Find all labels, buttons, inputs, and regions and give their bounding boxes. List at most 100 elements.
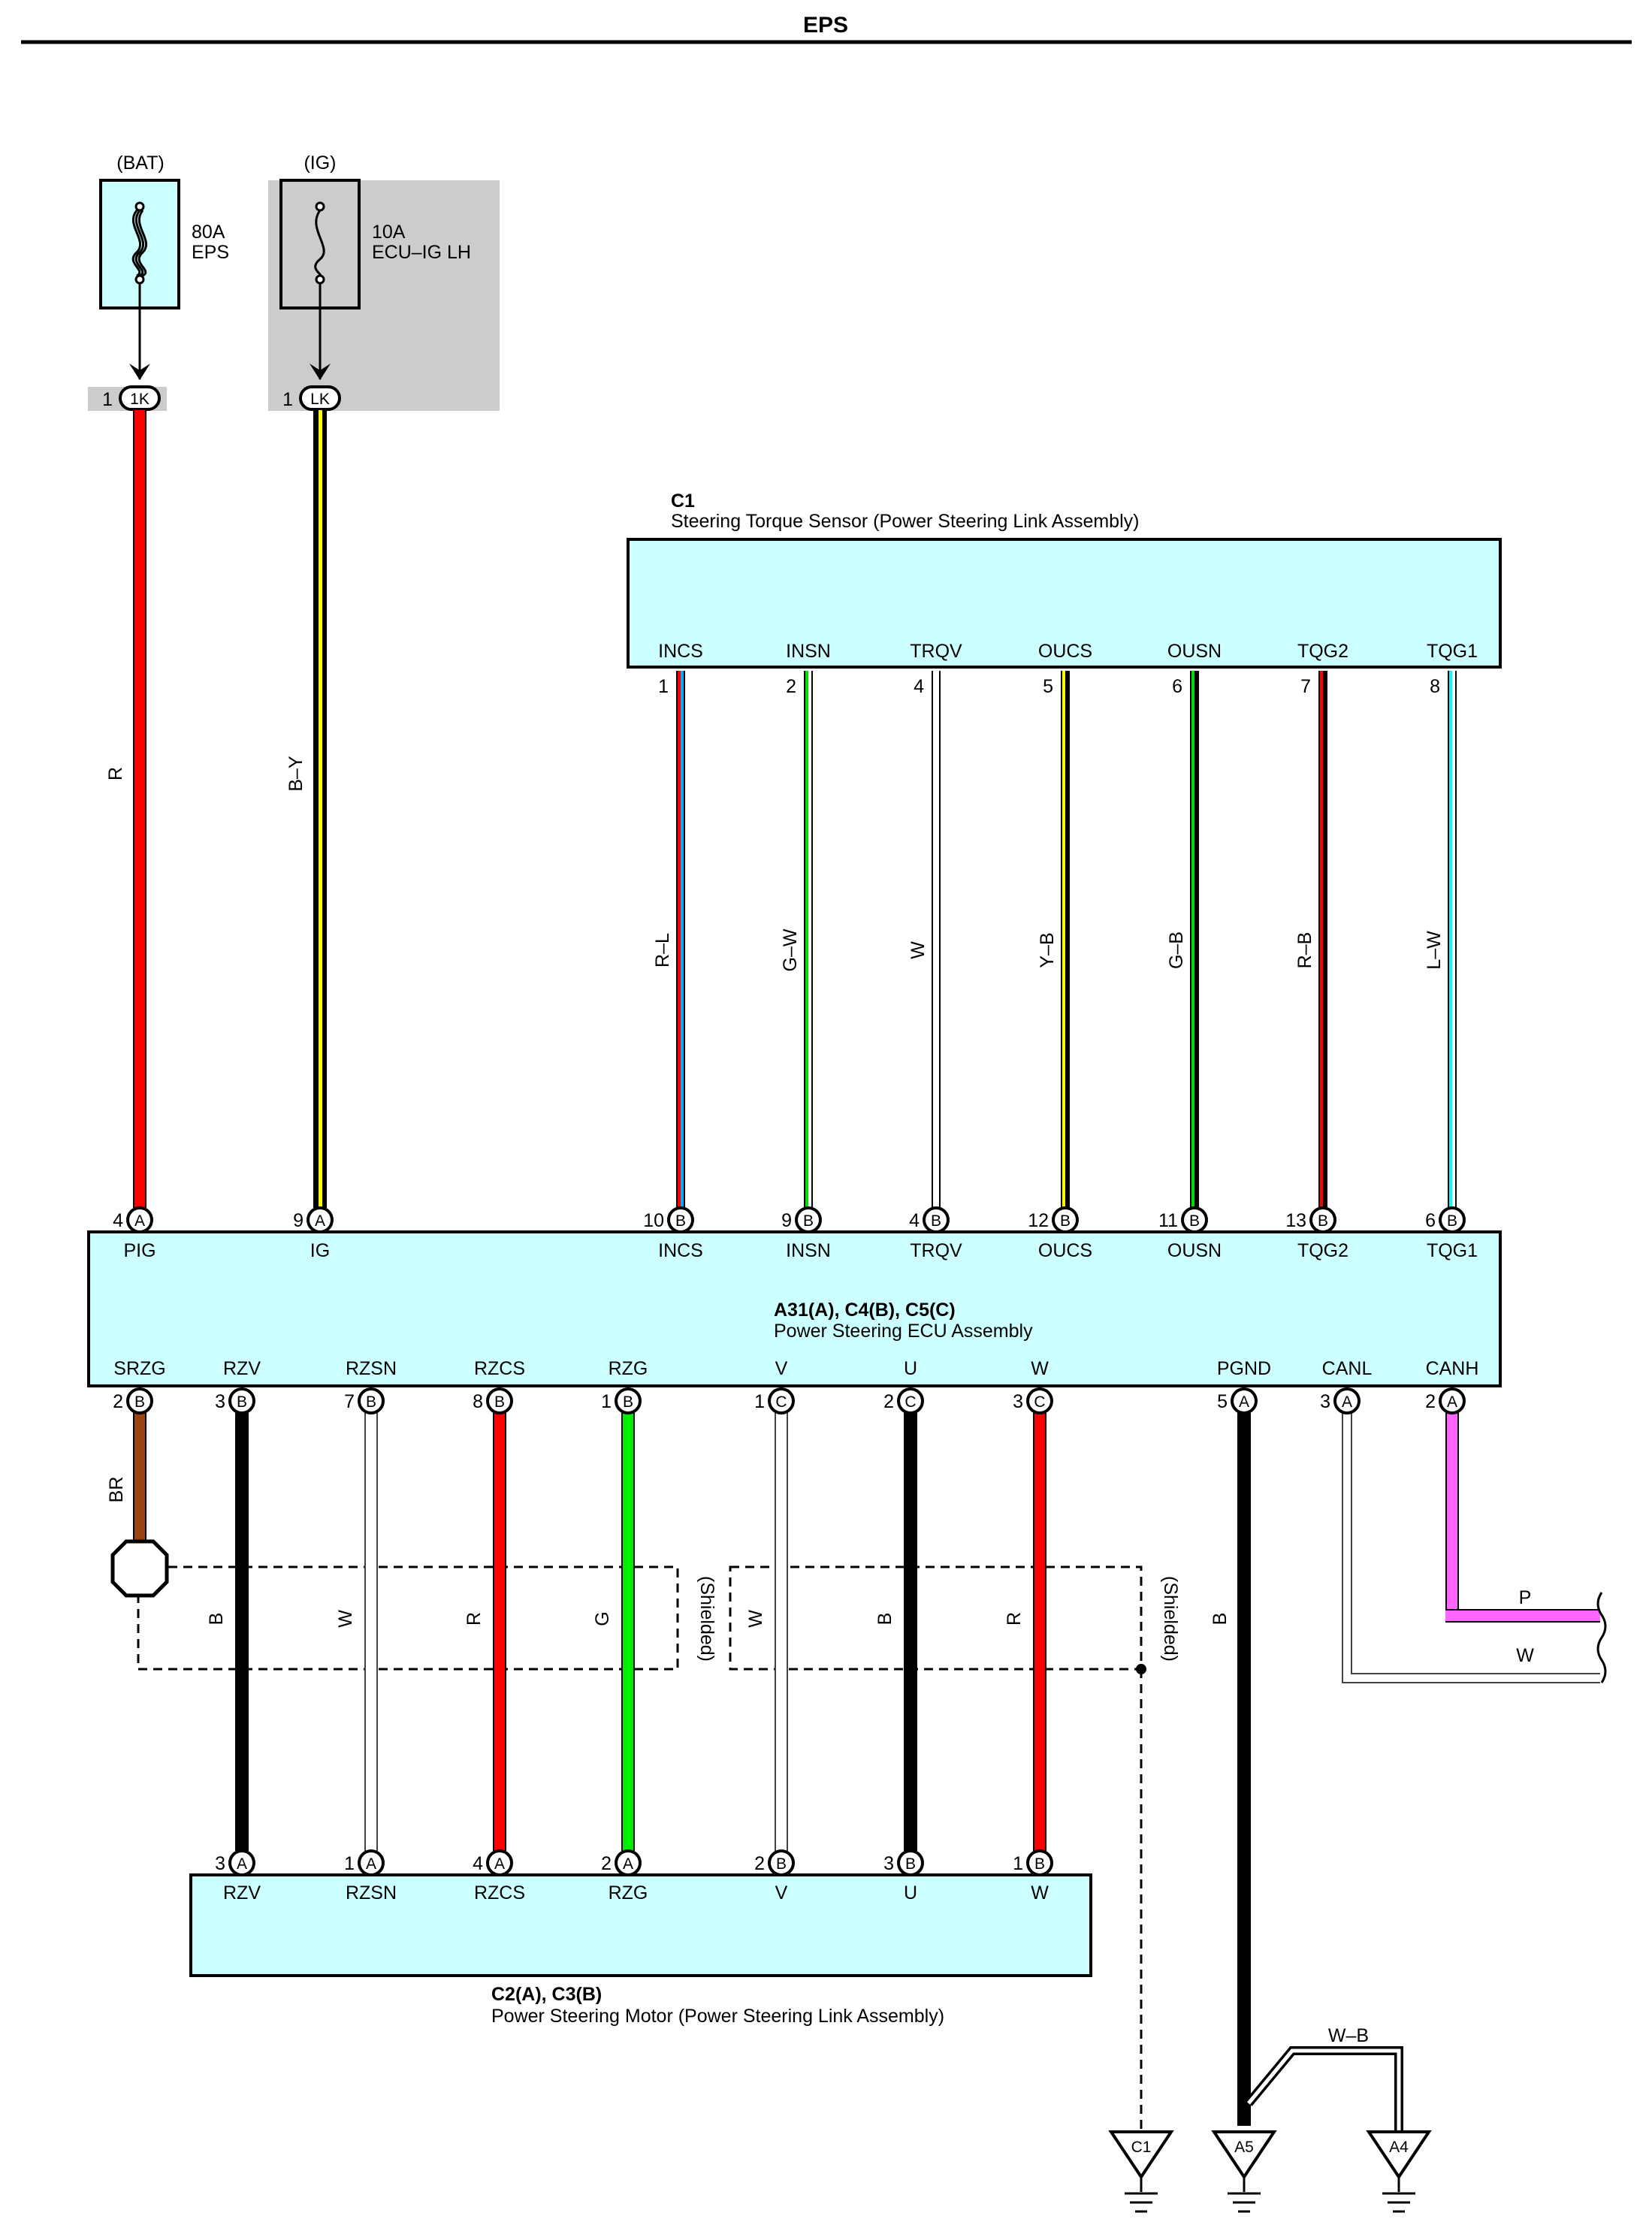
canh-wire-code: P — [1519, 1587, 1532, 1608]
ecu-bottom-pin-rzcs-letter: B — [494, 1393, 505, 1411]
motor-wire-code-rzcs: R — [464, 1612, 485, 1626]
ecu-bottom-pin-canh — [1439, 1387, 1466, 1414]
ecu-bottom-pin-canl-letter: A — [1342, 1393, 1352, 1411]
shield-label-left: (Shielded) — [696, 1576, 717, 1662]
ecu-pin-ig-number: 9 — [293, 1210, 304, 1231]
ecu-pin-ousn — [1181, 1206, 1208, 1233]
motor-wire-v — [775, 1413, 788, 1851]
ecu-bottom-pin-rzv-number: 3 — [215, 1391, 225, 1412]
sensor-wire-oucs — [1061, 671, 1070, 1208]
ecu-pin-tqg2 — [1309, 1206, 1336, 1233]
ig-connector-label: LK — [310, 391, 330, 408]
motor-terminal-rzv: RZV — [223, 1882, 261, 1903]
shield-label-right: (Shielded) — [1160, 1576, 1181, 1662]
sensor-terminal-oucs: OUCS — [1038, 641, 1092, 662]
ecu-bottom-pin-canl-number: 3 — [1320, 1391, 1330, 1412]
sensor-pin-ousn: 6 — [1172, 676, 1182, 697]
motor-terminal-w: W — [1031, 1882, 1049, 1903]
ig-fuse-rating: 10A — [372, 222, 406, 243]
ecu-bottom-pin-w-letter: C — [1034, 1393, 1045, 1411]
sensor-terminal-insn: INSN — [786, 641, 831, 662]
bat-supply-label: (BAT) — [116, 152, 164, 174]
ground-label-a4: A4 — [1389, 2139, 1409, 2156]
sensor-wire-trqv — [932, 671, 941, 1208]
ecu-terminal-rzcs: RZCS — [474, 1358, 525, 1379]
sensor-wire-code-tqg2: R–B — [1294, 932, 1315, 969]
motor-wire-code-rzsn: W — [335, 1610, 356, 1628]
sensor-wire-code-tqg1: L–W — [1424, 931, 1445, 970]
ecu-bottom-pin-srzg — [126, 1387, 153, 1414]
motor-pin-rzcs-number: 4 — [473, 1853, 483, 1874]
ecu-pin-pig — [126, 1206, 153, 1233]
ecu-pin-tqg2-number: 13 — [1285, 1210, 1306, 1231]
motor-pin-rzsn-number: 1 — [344, 1853, 355, 1874]
sensor-terminal-tqg1: TQG1 — [1427, 641, 1478, 662]
ecu-bottom-pin-w — [1026, 1387, 1053, 1414]
ecu-pin-ig-letter: A — [315, 1212, 325, 1230]
ecu-bottom-pin-w-number: 3 — [1013, 1391, 1023, 1412]
ecu-pin-incs — [667, 1206, 694, 1233]
ecu-terminal-tqg2: TQG2 — [1297, 1240, 1348, 1261]
ecu-pin-incs-letter: B — [675, 1212, 686, 1230]
sensor-wire-tqg2 — [1318, 671, 1327, 1208]
ecu-terminal-u: U — [904, 1358, 917, 1379]
sensor-wire-ousn — [1190, 671, 1199, 1208]
motor-pin-w-number: 1 — [1013, 1853, 1023, 1874]
can-break-mark — [1596, 1592, 1607, 1683]
motor-pin-v-number: 2 — [754, 1853, 765, 1874]
ecu-pin-ousn-letter: B — [1189, 1212, 1200, 1230]
ecu-pin-insn — [795, 1206, 822, 1233]
ecu-pin-pig-letter: A — [134, 1212, 145, 1230]
bat-arrow — [129, 283, 150, 380]
ecu-terminal-srzg: SRZG — [113, 1358, 165, 1379]
ecu-bottom-pin-v — [768, 1387, 795, 1414]
torque-sensor-id: C1 — [671, 491, 695, 512]
ecu-pin-tqg2-letter: B — [1318, 1212, 1328, 1230]
ecu-bottom-pin-pgnd-number: 5 — [1217, 1391, 1228, 1412]
ig-connector-pin: 1 — [282, 389, 293, 410]
sensor-wire-code-trqv: W — [908, 941, 929, 959]
sensor-pin-insn: 2 — [786, 676, 796, 697]
bat-connector — [119, 385, 161, 411]
ecu-pin-incs-number: 10 — [643, 1210, 664, 1231]
motor-pin-v — [768, 1849, 795, 1876]
motor-id: C2(A), C3(B) — [491, 1984, 602, 2005]
ecu-bottom-pin-canl — [1333, 1387, 1361, 1414]
page-title: EPS — [803, 13, 848, 38]
motor-pin-u-letter: B — [905, 1855, 916, 1873]
ecu-bottom-pin-v-number: 1 — [754, 1391, 765, 1412]
ecu-pin-trqv-letter: B — [931, 1212, 941, 1230]
motor-wire-w — [1033, 1413, 1046, 1851]
ecu-terminal-rzsn: RZSN — [346, 1358, 397, 1379]
motor-wire-code-w: R — [1004, 1612, 1025, 1626]
power-wire-code-ig: B–Y — [285, 756, 307, 792]
ground-link-wire — [1245, 2046, 1403, 2133]
sensor-wire-code-ousn: G–B — [1166, 931, 1187, 969]
sensor-wire-incs — [676, 671, 685, 1208]
power-wire-code-pig: R — [105, 767, 126, 780]
ecu-bottom-pin-pgnd — [1231, 1387, 1258, 1414]
motor-pin-rzcs-letter: A — [494, 1855, 505, 1873]
ecu-bottom-pin-u — [897, 1387, 924, 1414]
sensor-pin-oucs: 5 — [1043, 676, 1053, 697]
sensor-wire-insn — [804, 671, 813, 1208]
motor-box — [189, 1873, 1092, 1977]
motor-name: Power Steering Motor (Power Steering Lin… — [491, 2006, 944, 2027]
srzg-wire — [133, 1413, 146, 1544]
sensor-terminal-incs: INCS — [658, 641, 703, 662]
ecu-bottom-pin-srzg-letter: B — [134, 1393, 145, 1411]
ecu-terminal-pgnd: PGND — [1217, 1358, 1271, 1379]
ecu-pin-trqv — [923, 1206, 950, 1233]
canl-wire — [1342, 1412, 1600, 1683]
motor-pin-rzg — [615, 1849, 642, 1876]
ecu-bottom-pin-rzg-letter: B — [623, 1393, 633, 1411]
ecu-pin-pig-number: 4 — [113, 1210, 123, 1231]
bat-fuse-icon — [131, 201, 148, 285]
ground-label-c1: C1 — [1131, 2139, 1152, 2156]
ecu-terminal-w: W — [1031, 1358, 1049, 1379]
ecu-pin-insn-number: 9 — [781, 1210, 792, 1231]
canh-wire — [1445, 1413, 1459, 1623]
ground-link-wire-inner — [1247, 2048, 1401, 2133]
ecu-pin-oucs-number: 12 — [1028, 1210, 1049, 1231]
shield-box-right — [729, 1565, 1143, 1671]
